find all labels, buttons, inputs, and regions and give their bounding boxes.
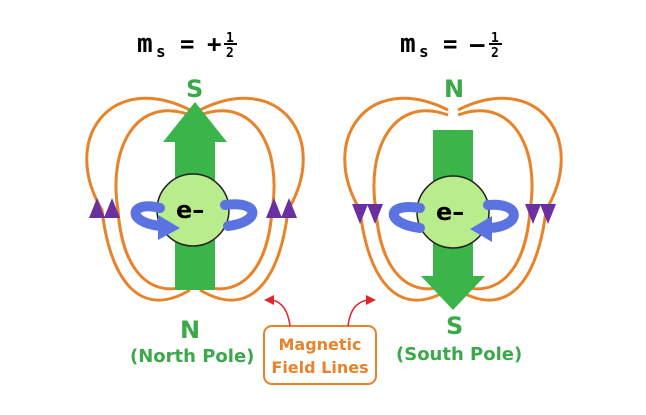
left-title-sign: + [207, 30, 221, 58]
right-title-equals: = [443, 30, 457, 58]
right-triangle-4 [540, 204, 556, 224]
left-triangle-4 [281, 198, 297, 218]
callout-pointer-right [347, 299, 369, 327]
right-title-frac-num: 1 [491, 31, 499, 46]
left-triangle-2 [104, 198, 120, 218]
callout-pointer-left-head [264, 295, 274, 305]
left-direction-triangles [89, 198, 297, 218]
left-spin-arc-right [220, 199, 258, 231]
right-title-sign: – [470, 30, 485, 58]
right-triangle-1 [352, 204, 368, 224]
callout-box [263, 325, 377, 385]
left-top-pole-label: S [186, 75, 203, 103]
callout-pointer-right-head [366, 295, 376, 305]
left-title-frac-num: 1 [226, 31, 234, 46]
left-title-m: m [137, 29, 153, 59]
left-field-line-inner-left [114, 109, 191, 291]
right-field-line-outer-left [343, 96, 449, 302]
right-spin-arrowhead [470, 216, 492, 242]
left-electron-label: e– [176, 196, 204, 224]
right-title-m: m [400, 29, 416, 59]
right-title: m s = – 1 2 [400, 29, 502, 61]
right-pole-caption: (South Pole) [396, 344, 522, 365]
callout-line-2: Field Lines [271, 358, 368, 377]
left-title-subscript: s [156, 42, 166, 61]
right-arrow-head [421, 276, 485, 310]
right-spin-arrow [388, 199, 519, 233]
left-title-frac-den: 2 [226, 46, 234, 61]
right-triangle-3 [525, 204, 541, 224]
left-bottom-pole-label: N [180, 316, 200, 344]
right-electron-label: e– [436, 198, 464, 226]
right-triangle-2 [367, 204, 383, 224]
right-title-frac-den: 2 [491, 46, 499, 61]
left-spin-arrow [130, 199, 258, 231]
left-title: m s = + 1 2 [137, 29, 237, 61]
field-lines-callout: Magnetic Field Lines [263, 295, 377, 385]
right-title-subscript: s [419, 42, 429, 61]
right-bottom-pole-label: S [446, 312, 463, 340]
left-pole-caption: (North Pole) [130, 346, 254, 367]
left-spin-arc-left [130, 201, 165, 231]
right-spin-arc-left [388, 202, 425, 233]
left-title-equals: = [180, 30, 194, 58]
callout-line-1: Magnetic [278, 335, 361, 354]
callout-pointer-left [271, 299, 291, 327]
left-arrow-head [163, 102, 227, 142]
right-direction-triangles [352, 204, 556, 224]
right-spin-arc-right [483, 199, 519, 233]
left-field-line-outer-right [199, 96, 305, 302]
left-spin-arrowhead [158, 215, 180, 240]
left-triangle-3 [266, 198, 282, 218]
right-field-line-outer-right [457, 96, 563, 302]
left-triangle-1 [89, 198, 105, 218]
right-top-pole-label: N [444, 75, 464, 103]
